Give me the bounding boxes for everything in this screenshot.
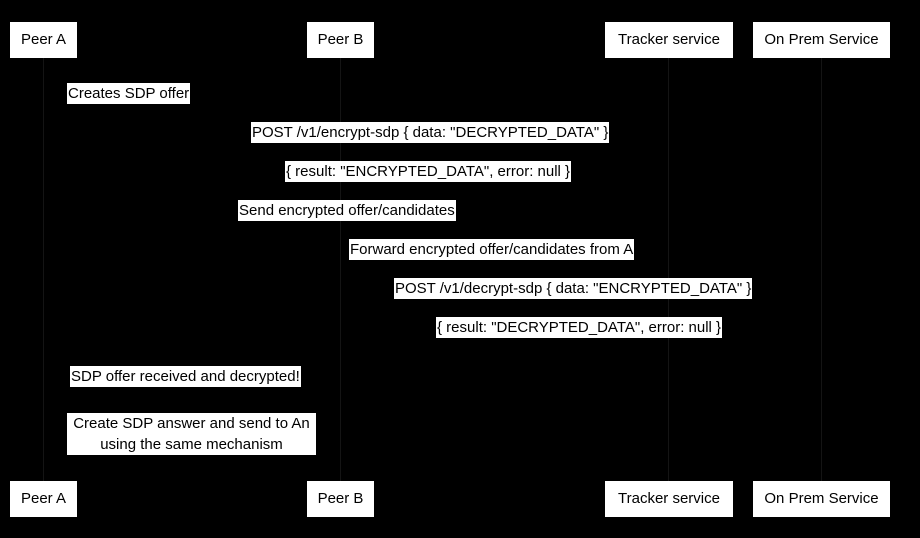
- lifeline-peer-b: [340, 57, 341, 481]
- message-post-encrypt-sdp: POST /v1/encrypt-sdp { data: "DECRYPTED_…: [251, 122, 610, 143]
- participant-peer-a-bottom[interactable]: Peer A: [10, 481, 77, 517]
- message-create-sdp-answer: Create SDP answer and send to An using t…: [67, 413, 316, 455]
- message-encrypt-sdp-result: { result: "ENCRYPTED_DATA", error: null …: [285, 161, 572, 182]
- lifeline-tracker-service: [668, 57, 669, 481]
- message-forward-encrypted-offer: Forward encrypted offer/candidates from …: [349, 239, 635, 260]
- participant-on-prem-service-top[interactable]: On Prem Service: [753, 22, 890, 58]
- message-post-decrypt-sdp: POST /v1/decrypt-sdp { data: "ENCRYPTED_…: [394, 278, 753, 299]
- participant-peer-b-top[interactable]: Peer B: [307, 22, 374, 58]
- participant-on-prem-service-bottom[interactable]: On Prem Service: [753, 481, 890, 517]
- participant-peer-b-bottom[interactable]: Peer B: [307, 481, 374, 517]
- participant-peer-a-top[interactable]: Peer A: [10, 22, 77, 58]
- message-send-encrypted-offer: Send encrypted offer/candidates: [238, 200, 456, 221]
- participant-tracker-service-bottom[interactable]: Tracker service: [605, 481, 733, 517]
- participant-tracker-service-top[interactable]: Tracker service: [605, 22, 733, 58]
- message-creates-sdp-offer: Creates SDP offer: [67, 83, 191, 104]
- message-sdp-offer-received: SDP offer received and decrypted!: [70, 366, 301, 387]
- lifeline-on-prem-service: [821, 57, 822, 481]
- message-decrypt-sdp-result: { result: "DECRYPTED_DATA", error: null …: [436, 317, 723, 338]
- lifeline-peer-a: [43, 57, 44, 481]
